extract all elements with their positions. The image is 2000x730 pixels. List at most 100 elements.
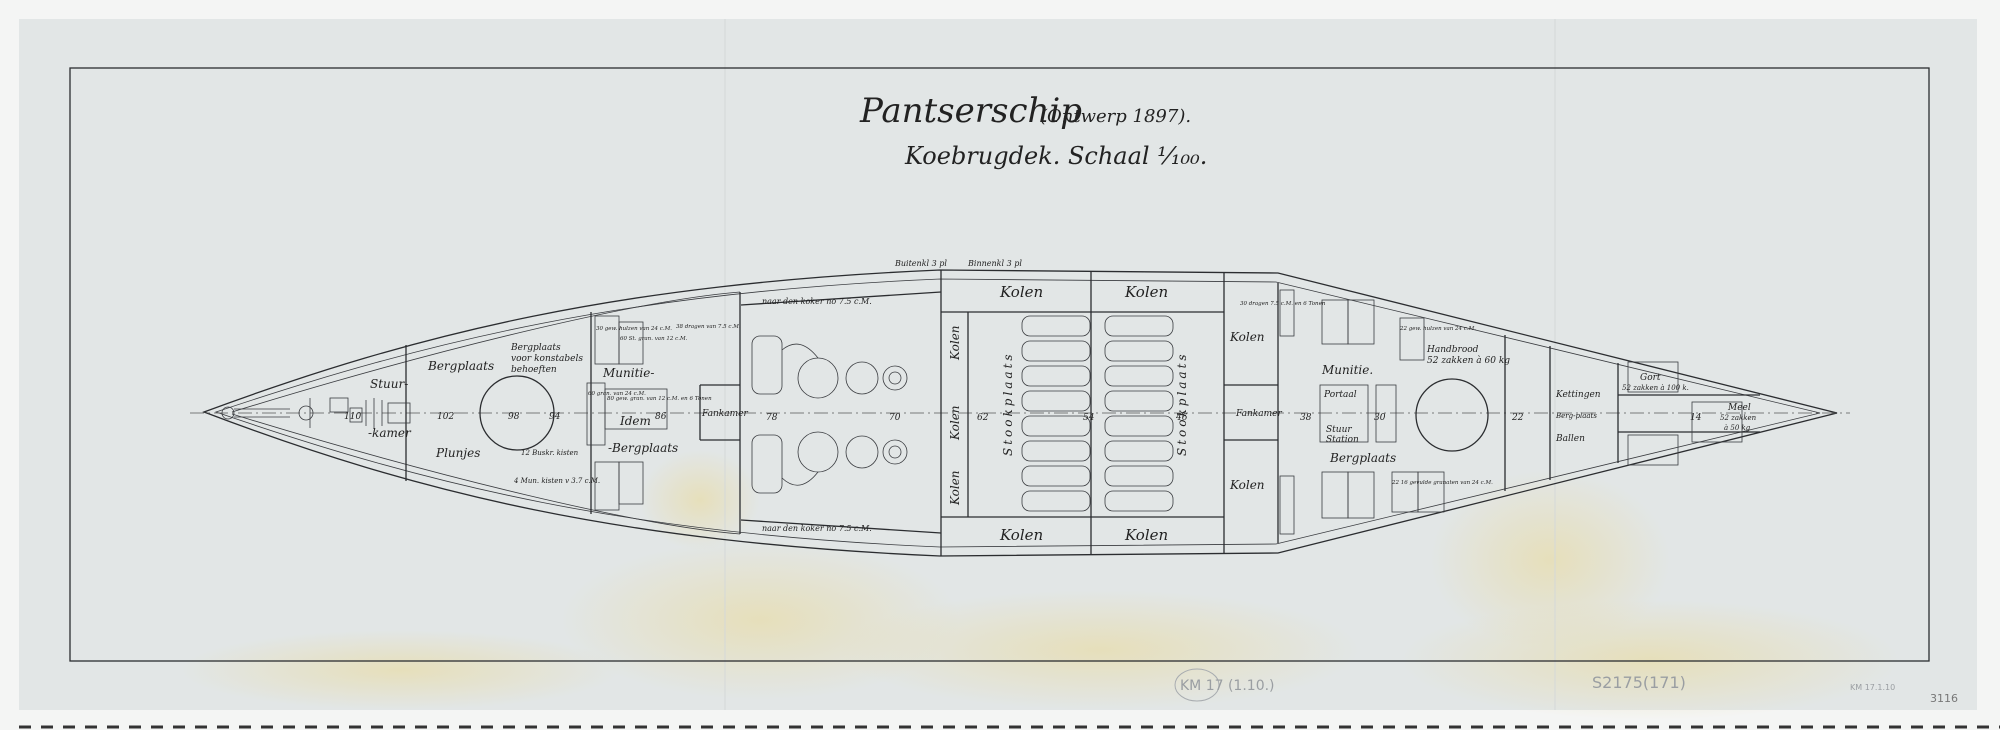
label-kisten-2: 4 Mun. kisten v 3.7 c.M. — [513, 477, 600, 485]
label-bergplaats-small: Berg-plaats — [1555, 412, 1597, 420]
archive-reference: KM 17.1.10 — [1850, 683, 1895, 692]
boiler-cylinder — [1021, 490, 1091, 512]
label-handbrood-2: 52 zakken à 60 kg — [1427, 355, 1510, 366]
label-ballen: Ballen — [1555, 434, 1585, 444]
frame-number: 98 — [508, 412, 520, 422]
label-fankamer-aft: Fankamer — [701, 409, 748, 419]
boiler-cylinder — [1104, 440, 1174, 462]
label-stuurkamer-2: -kamer — [368, 426, 412, 440]
boiler-cylinder — [1021, 315, 1091, 337]
label-stuurkamer-1: Stuur- — [370, 377, 408, 391]
label-gort-2: 52 zakken à 100 k. — [1622, 384, 1689, 392]
boilers — [1021, 315, 1174, 512]
label-kolen: Kolen — [999, 526, 1043, 544]
boiler-cylinder — [1021, 365, 1091, 387]
frame-number: 14 — [1690, 413, 1702, 423]
frame-number: 70 — [889, 413, 901, 423]
frame-numbers: 110 102 98 94 86 78 70 62 54 46 38 30 22… — [344, 412, 1702, 423]
archive-inventory-number: S2175(171) — [1592, 673, 1686, 692]
aft-barbette — [479, 375, 555, 451]
label-ammo: 60 St. gran. van 12 c.M. — [620, 336, 688, 342]
boiler-cylinder — [1104, 415, 1174, 437]
boiler-cylinder — [1104, 465, 1174, 487]
compartment-labels: Stuur- -kamer Bergplaats Plunjes Bergpla… — [368, 259, 1757, 544]
label-meel-3: à 50 kg — [1724, 424, 1751, 432]
label-kettingen: Kettingen — [1555, 390, 1601, 400]
frame-number: 38 — [1300, 413, 1312, 423]
label-kolen: Kolen — [948, 405, 962, 441]
label-ammo: 38 dragen van 7.5 c.M. — [676, 324, 741, 330]
label-stookplaats: Stookplaats — [1001, 351, 1015, 456]
label-bergplaats-aft: Bergplaats — [427, 359, 494, 373]
label-munitie-aft: Munitie- — [602, 366, 654, 380]
hull-outline — [190, 269, 1850, 557]
boiler-cylinder — [1104, 490, 1174, 512]
label-kolen: Kolen — [999, 283, 1043, 301]
label-stuur-station-2: Station — [1326, 435, 1359, 445]
frame-number: 78 — [766, 413, 778, 423]
frame-number: 54 — [1083, 413, 1095, 423]
label-kisten-1: 12 Buskr. kisten — [521, 449, 579, 457]
archive-marks: KM 17 (1.10.) S2175(171) KM 17.1.10 3116 — [1174, 668, 1958, 705]
title-design: (Ontwerp 1897). — [1040, 106, 1191, 127]
boiler-cylinder — [1021, 340, 1091, 362]
boiler-cylinder — [1104, 340, 1174, 362]
label-konstabel-1: Bergplaats — [510, 343, 561, 353]
title-deck-scale: Koebrugdek. Schaal ¹⁄₁₀₀. — [904, 142, 1207, 170]
label-koker-bottom: naar den koker no 7.5 c.M. — [762, 524, 872, 533]
boiler-cylinder — [1021, 415, 1091, 437]
boiler-cylinder — [1021, 440, 1091, 462]
label-stuur-station-1: Stuur — [1326, 425, 1352, 435]
frame-number: 22 — [1511, 413, 1524, 423]
label-fankamer-fwd: Fankamer — [1235, 409, 1282, 419]
label-kolen: Kolen — [1124, 283, 1168, 301]
boiler-cylinder — [1021, 390, 1091, 412]
frame-number: 46 — [1175, 413, 1188, 423]
steering-gear — [221, 397, 411, 428]
label-portaal: Portaal — [1323, 390, 1357, 400]
boiler-cylinder — [1104, 315, 1174, 337]
label-ammo: 22 gew. hulzen van 24 c.M. — [1399, 326, 1476, 332]
boiler-cylinder — [1104, 365, 1174, 387]
frame-number: 62 — [977, 413, 989, 423]
label-kolen: Kolen — [1229, 330, 1265, 344]
label-idem: Idem — [619, 414, 651, 428]
label-ammo: 80 gew. gran. van 12 c.M. en 6 Tonen — [607, 396, 712, 402]
drawing-border — [69, 67, 1930, 662]
label-stookplaats: Stookplaats — [1175, 351, 1189, 456]
label-buitenkl: Buitenkl 3 pl — [894, 259, 947, 268]
label-kolen: Kolen — [948, 470, 962, 506]
label-ammo: 22 16 gevulde granaten van 24 c.M. — [1391, 480, 1493, 486]
label-plunjes: Plunjes — [435, 446, 480, 460]
magazine-boxes — [586, 289, 1743, 535]
label-meel-2: 52 zakken — [1720, 414, 1757, 422]
label-binnenkl: Binnenkl 3 pl — [967, 259, 1022, 268]
frame-number: 102 — [437, 412, 454, 422]
label-bergplaats-mid: -Bergplaats — [608, 441, 678, 455]
engines — [751, 335, 908, 494]
boiler-cylinder — [1021, 465, 1091, 487]
frame-number: 86 — [655, 412, 667, 422]
label-kolen: Kolen — [1124, 526, 1168, 544]
label-gort-1: Gort — [1640, 373, 1661, 383]
archive-number: 3116 — [1930, 692, 1958, 705]
label-kolen: Kolen — [1229, 478, 1265, 492]
bulkheads — [405, 270, 1760, 556]
frame-number: 94 — [549, 412, 561, 422]
label-ammo: 30 dragen 7.5 c.M. en 6 Tonen — [1240, 301, 1326, 307]
label-kolen: Kolen — [948, 325, 962, 361]
title-main: Pantserschip — [859, 91, 1082, 131]
frame-number: 30 — [1374, 413, 1386, 423]
label-koker-top: naar den koker no 7.5 c.M. — [762, 297, 872, 306]
label-bergplaats-fwd: Bergplaats — [1329, 451, 1396, 465]
label-ammo: 30 gew. hulzen van 24 c.M. — [596, 326, 672, 332]
label-ammo: 60 gran. van 24 c.M. — [588, 391, 646, 397]
label-konstabel-3: behoeften — [511, 365, 557, 375]
label-konstabel-2: voor konstabels — [511, 354, 583, 364]
archive-mark-km: KM 17 (1.10.) — [1180, 678, 1275, 694]
label-meel-1: Meel — [1727, 403, 1751, 413]
label-handbrood-1: Handbrood — [1426, 345, 1479, 355]
frame-number: 110 — [344, 412, 361, 422]
fore-barbette — [1415, 378, 1489, 452]
